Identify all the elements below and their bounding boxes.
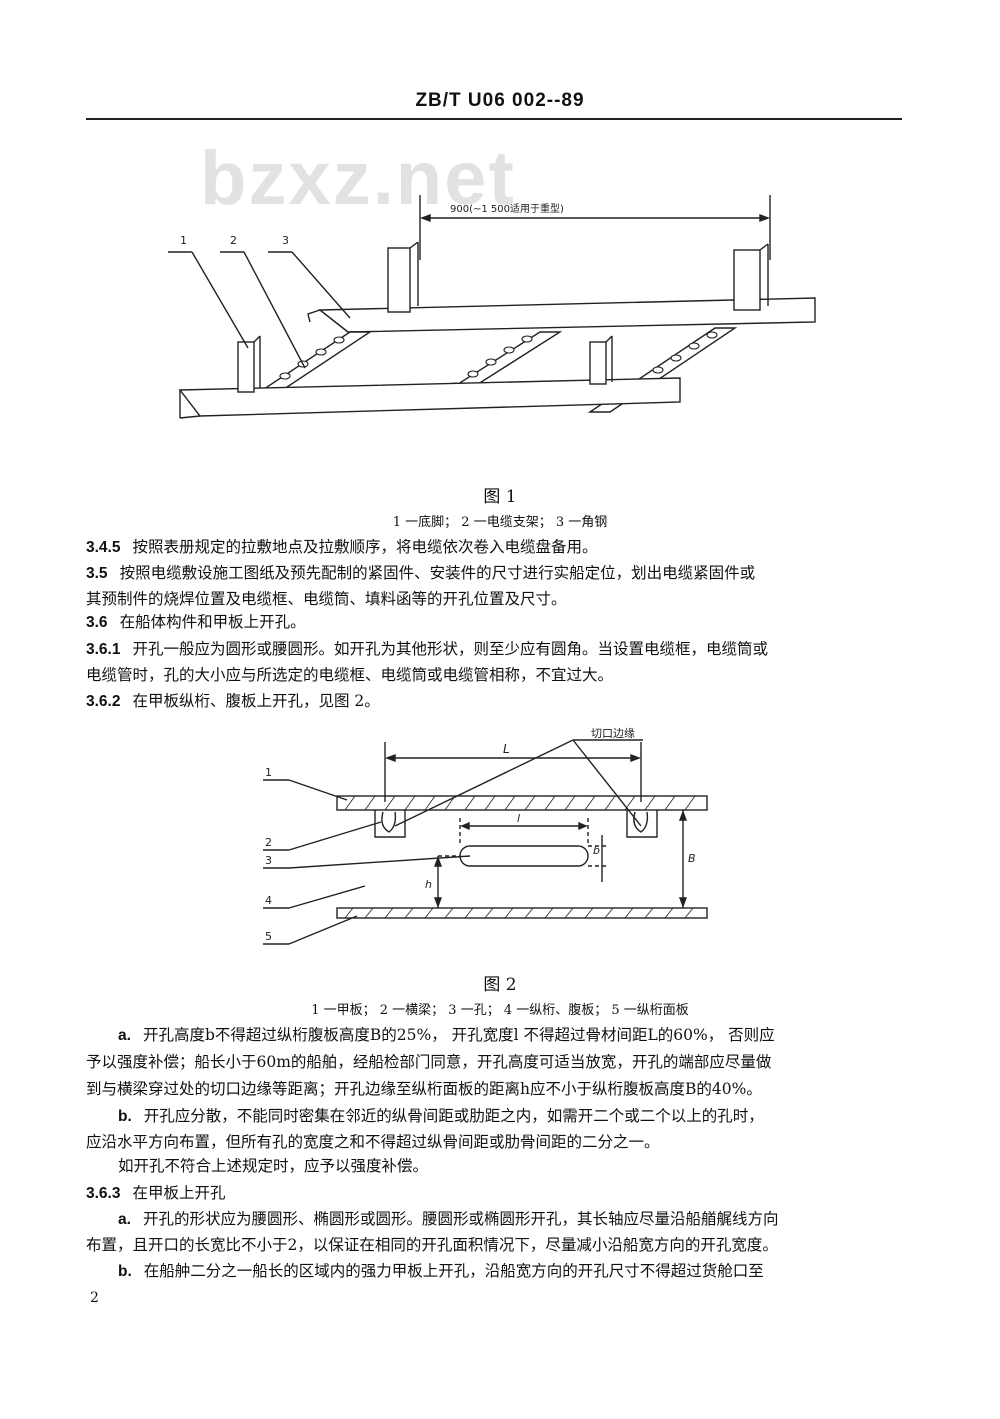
para-line: 按照表册规定的拉敷地点及拉敷顺序，将电缆依次卷入电缆盘备用。 xyxy=(132,538,598,556)
figure-1-legend: 1 一底脚； 2 一电缆支架； 3 一角钢 xyxy=(392,515,608,530)
section-number: 3.6.3 xyxy=(86,1185,121,1202)
fig2-callout-2: 2 xyxy=(265,836,272,849)
para-line: 开孔高度b不得超过纵桁腹板高度B的25%， 开孔宽度l 不得超过骨材间距L的60… xyxy=(142,1026,775,1044)
watermark: bzxz.net xyxy=(200,136,516,221)
section-number: 3.6 xyxy=(86,614,108,631)
section-number: 3.4.5 xyxy=(86,539,121,556)
fig2-dim-h: h xyxy=(425,878,432,891)
para-a-line-2: 予以强度补偿；船长小于60m的船舶，经船检部门同意，开孔高度可适当放宽，开孔的端… xyxy=(86,1049,916,1075)
fig2-dim-B: B xyxy=(688,852,696,865)
para-3-6-3: 3.6.3 在甲板上开孔 xyxy=(86,1180,916,1207)
fig1-callout-3: 3 xyxy=(282,234,289,247)
figure-1-caption: 图 1 xyxy=(483,487,517,507)
para-3-6-1: 3.6.1 开孔一般应为圆形或腰圆形。如开孔为其他形状，则至少应有圆角。当设置电缆… xyxy=(86,636,916,663)
para-3-4-5: 3.4.5 按照表册规定的拉敷地点及拉敷顺序，将电缆依次卷入电缆盘备用。 xyxy=(86,534,916,561)
para-line: 开孔一般应为圆形或腰圆形。如开孔为其他形状，则至少应有圆角。当设置电缆框，电缆筒… xyxy=(132,640,768,658)
fig2-callout-4: 4 xyxy=(265,894,272,907)
figure-2-drawing: 切口边缘 L l b B h 1 2 3 4 5 xyxy=(263,727,708,945)
para-line: 开孔应分散，不能同时密集在邻近的纵骨间距或肋距之内，如需开二个或二个以上的孔时， xyxy=(143,1107,764,1125)
para-line: 应沿水平方向布置，但所有孔的宽度之和不得超过纵骨间距或肋骨间距的二分之一。 xyxy=(86,1133,660,1151)
fig2-callout-1: 1 xyxy=(265,766,272,779)
item-label: b. xyxy=(118,1108,132,1125)
section-number: 3.5 xyxy=(86,565,108,582)
item-label: a. xyxy=(118,1027,131,1044)
page-number: 2 xyxy=(90,1290,99,1306)
para-line: 在船舯二分之一船长的区域内的强力甲板上开孔，沿船宽方向的开孔尺寸不得超过货舱口至 xyxy=(143,1262,764,1280)
header-rule xyxy=(86,118,902,120)
para-deck-a-line-2: 布置，且开口的长宽比不小于2，以保证在相同的开孔面积情况下，尽量减小沿船宽方向的… xyxy=(86,1232,916,1258)
para-line: 在甲板上开孔 xyxy=(132,1184,226,1202)
para-line: 其预制件的烧焊位置及电缆框、电缆筒、填料函等的开孔位置及尺寸。 xyxy=(86,590,567,608)
para-3-5: 3.5 按照电缆敷设施工图纸及预先配制的紧固件、安装件的尺寸进行实船定位，划出电缆… xyxy=(86,560,916,587)
para-b-line-1: b. 开孔应分散，不能同时密集在邻近的纵骨间距或肋距之内，如需开二个或二个以上的孔… xyxy=(118,1103,918,1130)
para-3-5-cont: 其预制件的烧焊位置及电缆框、电缆筒、填料函等的开孔位置及尺寸。 xyxy=(86,586,916,612)
para-line: 在船体构件和甲板上开孔。 xyxy=(119,613,306,631)
para-a-line-3: 到与横梁穿过处的切口边缘等距离；开孔边缘至纵桁面板的距离h应不小于纵桁腹板高度B… xyxy=(86,1076,916,1102)
para-line: 如开孔不符合上述规定时，应予以强度补偿。 xyxy=(118,1157,429,1175)
figure-2-legend: 1 一甲板； 2 一横梁； 3 一孔； 4 一纵桁、腹板； 5 一纵桁面板 xyxy=(311,1003,689,1018)
figure-2-caption: 图 2 xyxy=(483,975,517,995)
figure-1-drawing: 900(~1 500适用于重型) 1 2 3 xyxy=(168,195,816,419)
para-line: 布置，且开口的长宽比不小于2，以保证在相同的开孔面积情况下，尽量减小沿船宽方向的… xyxy=(86,1236,778,1254)
para-line: 在甲板纵桁、腹板上开孔，见图 2。 xyxy=(132,692,380,710)
fig2-dim-l: l xyxy=(517,812,520,825)
para-line: 按照电缆敷设施工图纸及预先配制的紧固件、安装件的尺寸进行实船定位，划出电缆紧固件… xyxy=(119,564,756,582)
fig1-callout-1: 1 xyxy=(180,234,187,247)
para-a-line-1: a. 开孔高度b不得超过纵桁腹板高度B的25%， 开孔宽度l 不得超过骨材间距L的… xyxy=(118,1022,918,1049)
fig2-callout-3: 3 xyxy=(265,854,272,867)
para-line: 予以强度补偿；船长小于60m的船舶，经船检部门同意，开孔高度可适当放宽，开孔的端… xyxy=(86,1053,772,1071)
item-label: b. xyxy=(118,1263,132,1280)
para-line: 到与横梁穿过处的切口边缘等距离；开孔边缘至纵桁面板的距离h应不小于纵桁腹板高度B… xyxy=(86,1080,762,1098)
section-number: 3.6.1 xyxy=(86,641,121,658)
fig2-dim-L: L xyxy=(503,742,510,756)
para-line: 开孔的形状应为腰圆形、椭圆形或圆形。腰圆形或椭圆形开孔，其长轴应尽量沿船艏艉线方… xyxy=(142,1210,779,1228)
para-3-6-1-cont: 电缆管时，孔的大小应与所选定的电缆框、电缆筒或电缆管相称，不宜过大。 xyxy=(86,662,916,688)
standard-code-header: ZB/T U06 002--89 xyxy=(415,90,585,111)
para-deck-a-line-1: a. 开孔的形状应为腰圆形、椭圆形或圆形。腰圆形或椭圆形开孔，其长轴应尽量沿船艏艉… xyxy=(118,1206,918,1233)
para-deck-b-line-1: b. 在船舯二分之一船长的区域内的强力甲板上开孔，沿船宽方向的开孔尺寸不得超过货舱… xyxy=(118,1258,918,1285)
section-number: 3.6.2 xyxy=(86,693,121,710)
para-compensation: 如开孔不符合上述规定时，应予以强度补偿。 xyxy=(118,1153,918,1179)
fig1-dimension-label: 900(~1 500适用于重型) xyxy=(450,202,564,215)
fig1-callout-2: 2 xyxy=(230,234,237,247)
para-3-6-2: 3.6.2 在甲板纵桁、腹板上开孔，见图 2。 xyxy=(86,688,916,715)
para-b-line-2: 应沿水平方向布置，但所有孔的宽度之和不得超过纵骨间距或肋骨间距的二分之一。 xyxy=(86,1129,916,1155)
para-line: 电缆管时，孔的大小应与所选定的电缆框、电缆筒或电缆管相称，不宜过大。 xyxy=(86,666,614,684)
fig2-callout-5: 5 xyxy=(265,930,272,943)
para-3-6: 3.6 在船体构件和甲板上开孔。 xyxy=(86,609,916,636)
fig2-dim-b: b xyxy=(593,844,600,857)
item-label: a. xyxy=(118,1211,131,1228)
fig2-cut-edge-label: 切口边缘 xyxy=(591,727,635,740)
